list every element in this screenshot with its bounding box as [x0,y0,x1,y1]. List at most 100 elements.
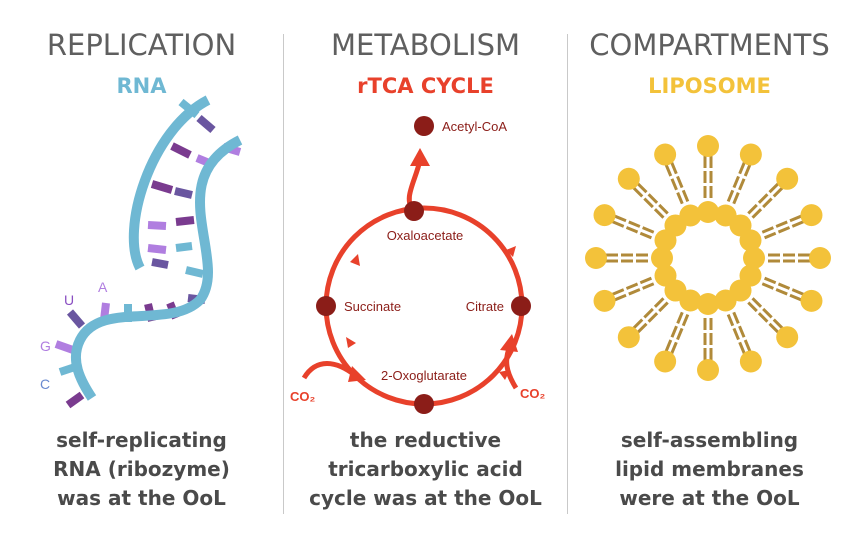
label-co2-left: CO₂ [290,389,316,404]
node-succinate [316,296,336,316]
label-2-oxoglutarate: 2-Oxoglutarate [381,368,467,383]
lipid-head-inner [714,289,737,312]
compartments-panel: COMPARTMENTS LIPOSOME self-assembling li… [568,0,850,549]
base-label-a: A [98,279,108,295]
lipid-tail [732,311,752,352]
label-acetyl-coa: Acetyl-CoA [442,119,507,134]
panel-heading-replication: REPLICATION [46,28,237,62]
lipid-head-outer [800,289,823,312]
rna-backbone-long [71,135,243,401]
subtitle-rna: RNA [116,74,167,98]
base-label-u: U [64,292,74,308]
metabolism-panel: METABOLISM rTCA CYCLE Acetyl-CoA Oxaloac… [284,0,567,549]
lipid-head-inner [654,264,677,287]
lipid-head-outer [809,247,831,269]
lipid-tail [670,314,690,354]
caption-line: the reductive [349,428,502,452]
lipid-tail [732,164,752,205]
lipid-head-outer [593,204,616,227]
lipid-tail [726,314,746,354]
lipid-head-outer [776,326,799,349]
lipid-tail [664,311,684,352]
panel-heading-metabolism: METABOLISM [331,28,520,62]
subtitle-liposome: LIPOSOME [648,74,771,98]
subtitle-rtca-cycle: rTCA CYCLE [357,74,494,98]
lipid-tail [612,220,652,240]
caption-replication: self-replicating RNA (ribozyme) was at t… [0,426,283,513]
liposome-lipids [585,135,831,381]
caption-line: self-replicating [56,428,227,452]
lipid-head-outer [776,167,799,190]
caption-line: lipid membranes [615,457,804,481]
divider [567,34,568,514]
lipid-tail [751,297,784,330]
lipid-tail [761,282,802,302]
acetyl-arrowhead [410,148,430,166]
cycle-arrowhead [506,246,516,257]
lipid-tail [664,164,684,205]
lipid-tail [614,214,655,234]
lipid-tail [764,276,804,296]
rna-bases [54,98,242,409]
lipid-head-outer [654,143,677,166]
liposome-diagram [585,135,831,381]
caption-line: were at the OoL [619,486,800,510]
lipid-head-outer [800,204,823,227]
base-label-c: C [40,376,50,392]
label-co2-right: CO₂ [520,386,546,401]
rtca-cycle-diagram: Acetyl-CoA Oxaloacetate Succinate Citrat… [290,116,546,414]
node-citrate [511,296,531,316]
caption-line: cycle was at the OoL [309,486,542,510]
replication-panel: REPLICATION RNA [0,0,283,549]
lipid-head-inner [743,247,765,269]
rna-backbone-short [128,95,211,271]
cycle-arrowhead [346,337,356,348]
lipid-tail [751,186,784,219]
node-acetyl-coa [414,116,434,136]
base-label-g: G [40,338,51,354]
lipid-tail [632,297,665,330]
lipid-tail [764,220,804,240]
divider [283,34,284,514]
lipid-head-outer [593,289,616,312]
lipid-tail [747,182,780,215]
co2-arrowhead [348,366,366,382]
caption-line: was at the OoL [57,486,226,510]
label-succinate: Succinate [344,299,401,314]
caption-compartments: self-assembling lipid membranes were at … [568,426,850,513]
label-citrate: Citrate [466,299,504,314]
caption-line: self-assembling [620,428,799,452]
lipid-tail [761,214,802,234]
co2-arrowhead [500,334,518,352]
label-oxaloacetate: Oxaloacetate [387,228,464,243]
lipid-head-inner [697,201,719,223]
lipid-tail [632,186,665,219]
lipid-head-outer [697,135,719,157]
lipid-tail [726,162,746,202]
lipid-head-outer [739,143,762,166]
lipid-head-outer [617,326,640,349]
lipid-head-inner [739,229,762,252]
lipid-tail [636,301,669,334]
lipid-head-outer [697,359,719,381]
lipid-head-inner [679,204,702,227]
lipid-head-outer [739,350,762,373]
lipid-head-inner [697,293,719,315]
caption-line: tricarboxylic acid [328,457,523,481]
node-oxaloacetate [404,201,424,221]
rna-strand-diagram: U A G C [40,95,243,409]
lipid-head-outer [654,350,677,373]
lipid-tail [747,301,780,334]
cycle-arrowhead [350,254,360,266]
lipid-head-outer [585,247,607,269]
caption-line: RNA (ribozyme) [53,457,230,481]
lipid-tail [636,182,669,215]
co2-input-arrow-left [301,361,358,380]
lipid-tail [614,282,655,302]
lipid-head-inner [651,247,673,269]
lipid-tail [612,276,652,296]
lipid-head-outer [617,167,640,190]
caption-metabolism: the reductive tricarboxylic acid cycle w… [284,426,567,513]
panel-heading-compartments: COMPARTMENTS [589,28,830,62]
lipid-tail [670,162,690,202]
